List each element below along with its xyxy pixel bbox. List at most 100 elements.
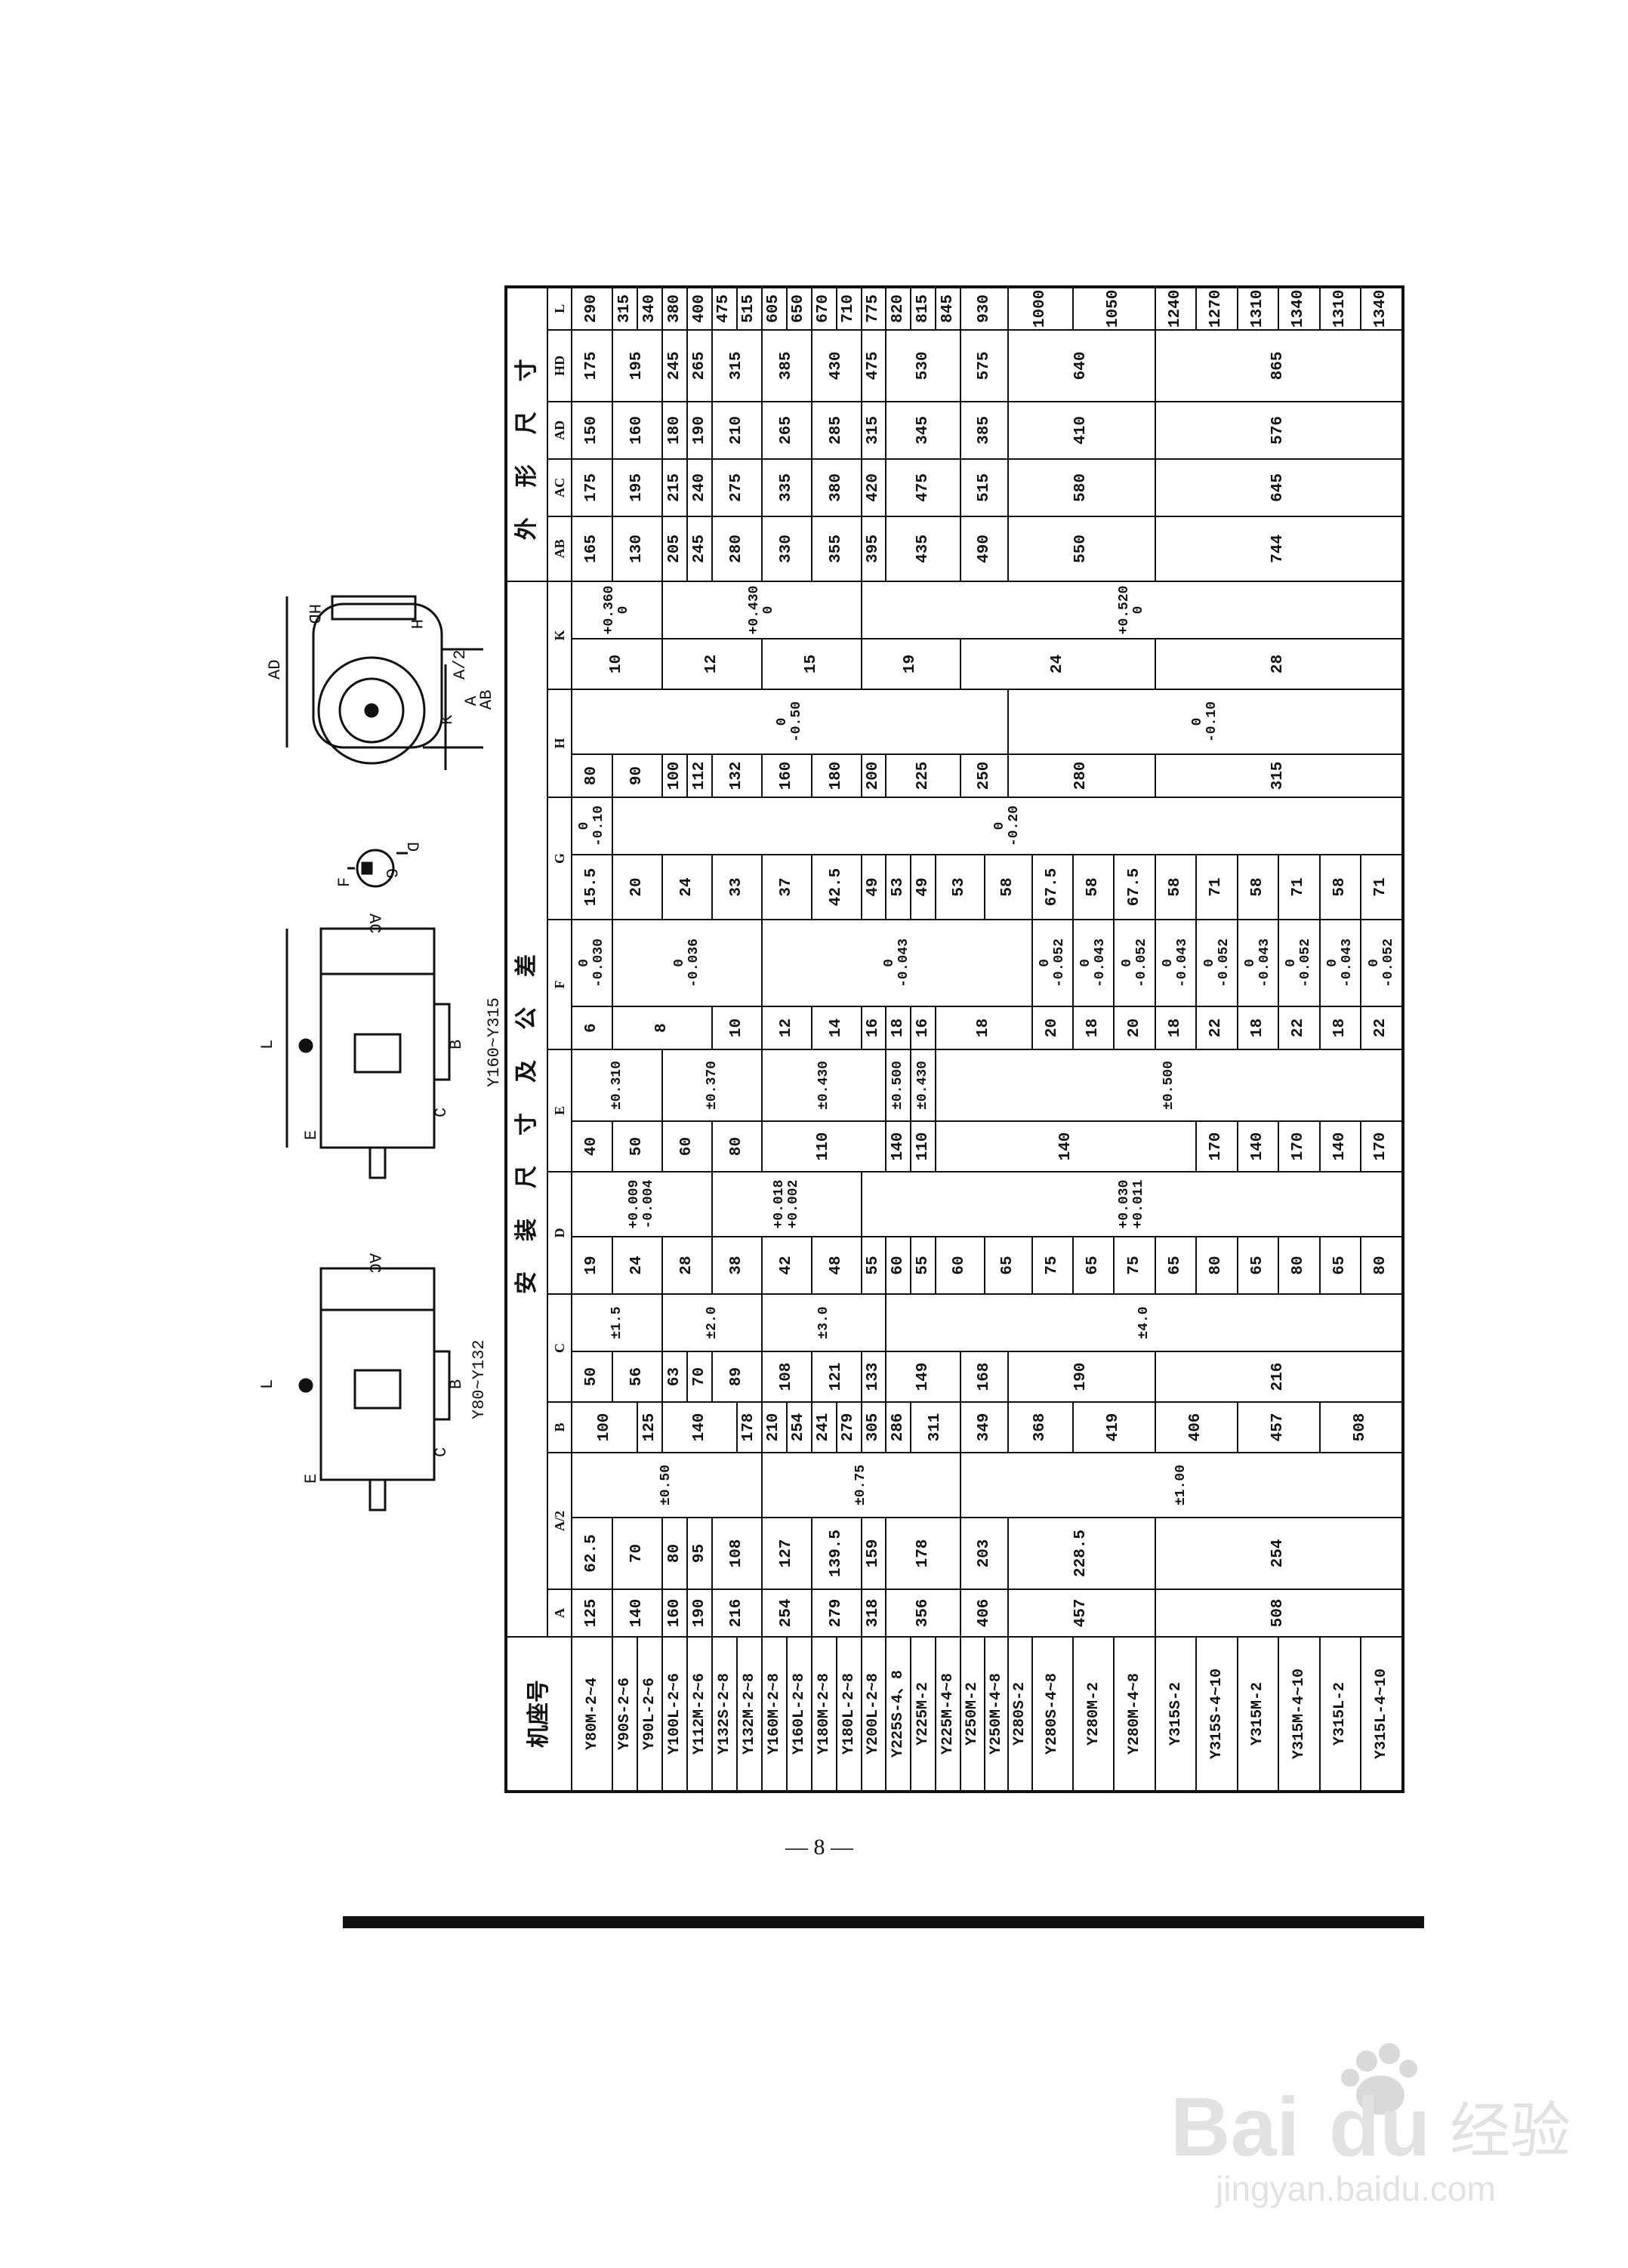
value-cell-b: 254 — [786, 1402, 812, 1453]
value-cell-d: 65 — [984, 1237, 1032, 1294]
value-cell-d: 42 — [761, 1237, 812, 1294]
value-cell-l: 815 — [911, 286, 936, 330]
column-header: A — [547, 1589, 572, 1637]
value-cell-a-2: 159 — [861, 1518, 886, 1589]
column-header: K — [547, 581, 572, 689]
value-cell-d: 60 — [886, 1237, 911, 1294]
value-cell-c: 190 — [1008, 1351, 1155, 1402]
side-view-large-drawing — [285, 927, 451, 1179]
value-cell-h: 200 — [861, 754, 886, 797]
value-cell-ab: 330 — [761, 516, 812, 581]
value-cell-l: 380 — [662, 286, 688, 330]
model-cell: Y90S-2~6 — [612, 1637, 638, 1792]
tolerance-cell-f-tol: 0 -0.030 — [572, 920, 613, 1006]
value-cell-l: 670 — [811, 286, 837, 330]
model-cell: Y225S-4、8 — [886, 1637, 911, 1792]
value-cell-ac: 195 — [612, 458, 663, 516]
value-cell-f: 18 — [936, 1006, 1032, 1049]
value-cell-l: 340 — [637, 286, 663, 330]
value-cell-f: 18 — [1319, 1006, 1361, 1049]
value-cell-ab: 355 — [811, 516, 862, 581]
value-cell-hd: 385 — [761, 329, 812, 402]
value-cell-d: 75 — [1114, 1237, 1155, 1294]
value-cell-f: 14 — [811, 1006, 862, 1049]
value-cell-c: 149 — [886, 1351, 961, 1402]
caption-Y80-Y132: Y80~Y132 — [470, 1339, 489, 1419]
value-cell-h: 250 — [960, 754, 1009, 797]
value-cell-a: 508 — [1155, 1589, 1403, 1637]
value-cell-l: 1340 — [1361, 286, 1403, 330]
value-cell-hd: 175 — [572, 329, 613, 402]
label-B-small: B — [447, 1379, 466, 1389]
tolerance-cell-f-tol: 0 -0.043 — [1072, 920, 1115, 1006]
value-cell-ad: 210 — [712, 401, 762, 459]
value-cell-k: 15 — [761, 639, 862, 689]
group-header-installation-dimensions: 安装尺寸及公差 — [506, 581, 547, 1637]
value-cell-e: 60 — [662, 1121, 713, 1172]
value-cell-ab: 130 — [612, 516, 663, 581]
value-cell-ab: 550 — [1008, 516, 1155, 581]
value-cell-h: 80 — [572, 754, 613, 797]
value-cell-l: 775 — [861, 286, 886, 330]
tolerance-cell-e-tol: ±0.370 — [662, 1049, 762, 1121]
tolerance-cell-g-tol: 0 -0.20 — [612, 797, 1403, 855]
value-cell-ab: 490 — [960, 516, 1009, 581]
value-cell-d: 55 — [861, 1237, 886, 1294]
value-cell-a: 140 — [612, 1589, 663, 1637]
value-cell-e: 140 — [886, 1121, 911, 1172]
model-cell: Y160L-2~8 — [786, 1637, 812, 1792]
label-L-large: L — [258, 1040, 277, 1049]
value-cell-g: 58 — [1072, 855, 1115, 920]
svg-text:jingyan.baidu.com: jingyan.baidu.com — [1214, 2169, 1496, 2208]
value-cell-l: 710 — [836, 286, 862, 330]
caption-Y160-Y315: Y160~Y315 — [485, 997, 504, 1087]
value-cell-b: 349 — [960, 1402, 1009, 1453]
tolerance-cell-f-tol: 0 -0.036 — [612, 920, 762, 1006]
value-cell-f: 18 — [1072, 1006, 1115, 1049]
model-cell: Y80M-2~4 — [572, 1637, 613, 1792]
model-cell: Y132M-2~8 — [736, 1637, 762, 1792]
value-cell-a-2: 62.5 — [572, 1518, 613, 1589]
value-cell-c: 89 — [712, 1351, 762, 1402]
value-cell-f: 16 — [911, 1006, 936, 1049]
front-view-drawing — [285, 595, 483, 770]
tolerance-cell-a-2-tol: ±1.00 — [960, 1453, 1403, 1518]
label-HD: HD — [304, 604, 323, 624]
value-cell-h: 90 — [612, 754, 663, 797]
label-K: K — [438, 714, 457, 725]
model-cell: Y180L-2~8 — [836, 1637, 862, 1792]
tolerance-cell-e-tol: ±0.500 — [936, 1049, 1403, 1121]
value-cell-hd: 265 — [687, 329, 713, 402]
value-cell-h: 112 — [687, 754, 713, 797]
value-cell-l: 315 — [612, 286, 638, 330]
value-cell-g: 20 — [612, 855, 663, 920]
value-cell-l: 845 — [936, 286, 961, 330]
motor-dimension-drawings: AD HD H A/2 A K AB F G D L AC B C E Y160… — [258, 595, 504, 1511]
value-cell-c: 63 — [662, 1351, 688, 1402]
model-cell: Y180M-2~8 — [811, 1637, 837, 1792]
value-cell-ad: 160 — [612, 401, 663, 459]
value-cell-c: 133 — [861, 1351, 886, 1402]
baidu-jingyan-watermark-logo: Bai du 经验 jingyan.baidu.com — [1170, 2043, 1571, 2208]
value-cell-c: 216 — [1155, 1351, 1403, 1402]
value-cell-ad: 190 — [687, 401, 713, 459]
label-E-large: E — [302, 1130, 321, 1140]
value-cell-g: 71 — [1361, 855, 1403, 920]
value-cell-l: 515 — [736, 286, 762, 330]
label-AD: AD — [266, 660, 285, 679]
tolerance-cell-k-tol: +0.360 0 — [572, 581, 663, 639]
group-header-outline-dimensions: 外形尺寸 — [506, 286, 547, 581]
tolerance-cell-h-tol: 0 -0.10 — [1008, 689, 1403, 754]
value-cell-e: 140 — [936, 1121, 1197, 1172]
tolerance-cell-d-tol: +0.018 +0.002 — [712, 1172, 862, 1237]
value-cell-l: 1310 — [1319, 286, 1361, 330]
tolerance-cell-e-tol: ±0.430 — [761, 1049, 886, 1121]
value-cell-k: 28 — [1155, 639, 1403, 689]
value-cell-f: 18 — [886, 1006, 911, 1049]
value-cell-l: 930 — [960, 286, 1009, 330]
